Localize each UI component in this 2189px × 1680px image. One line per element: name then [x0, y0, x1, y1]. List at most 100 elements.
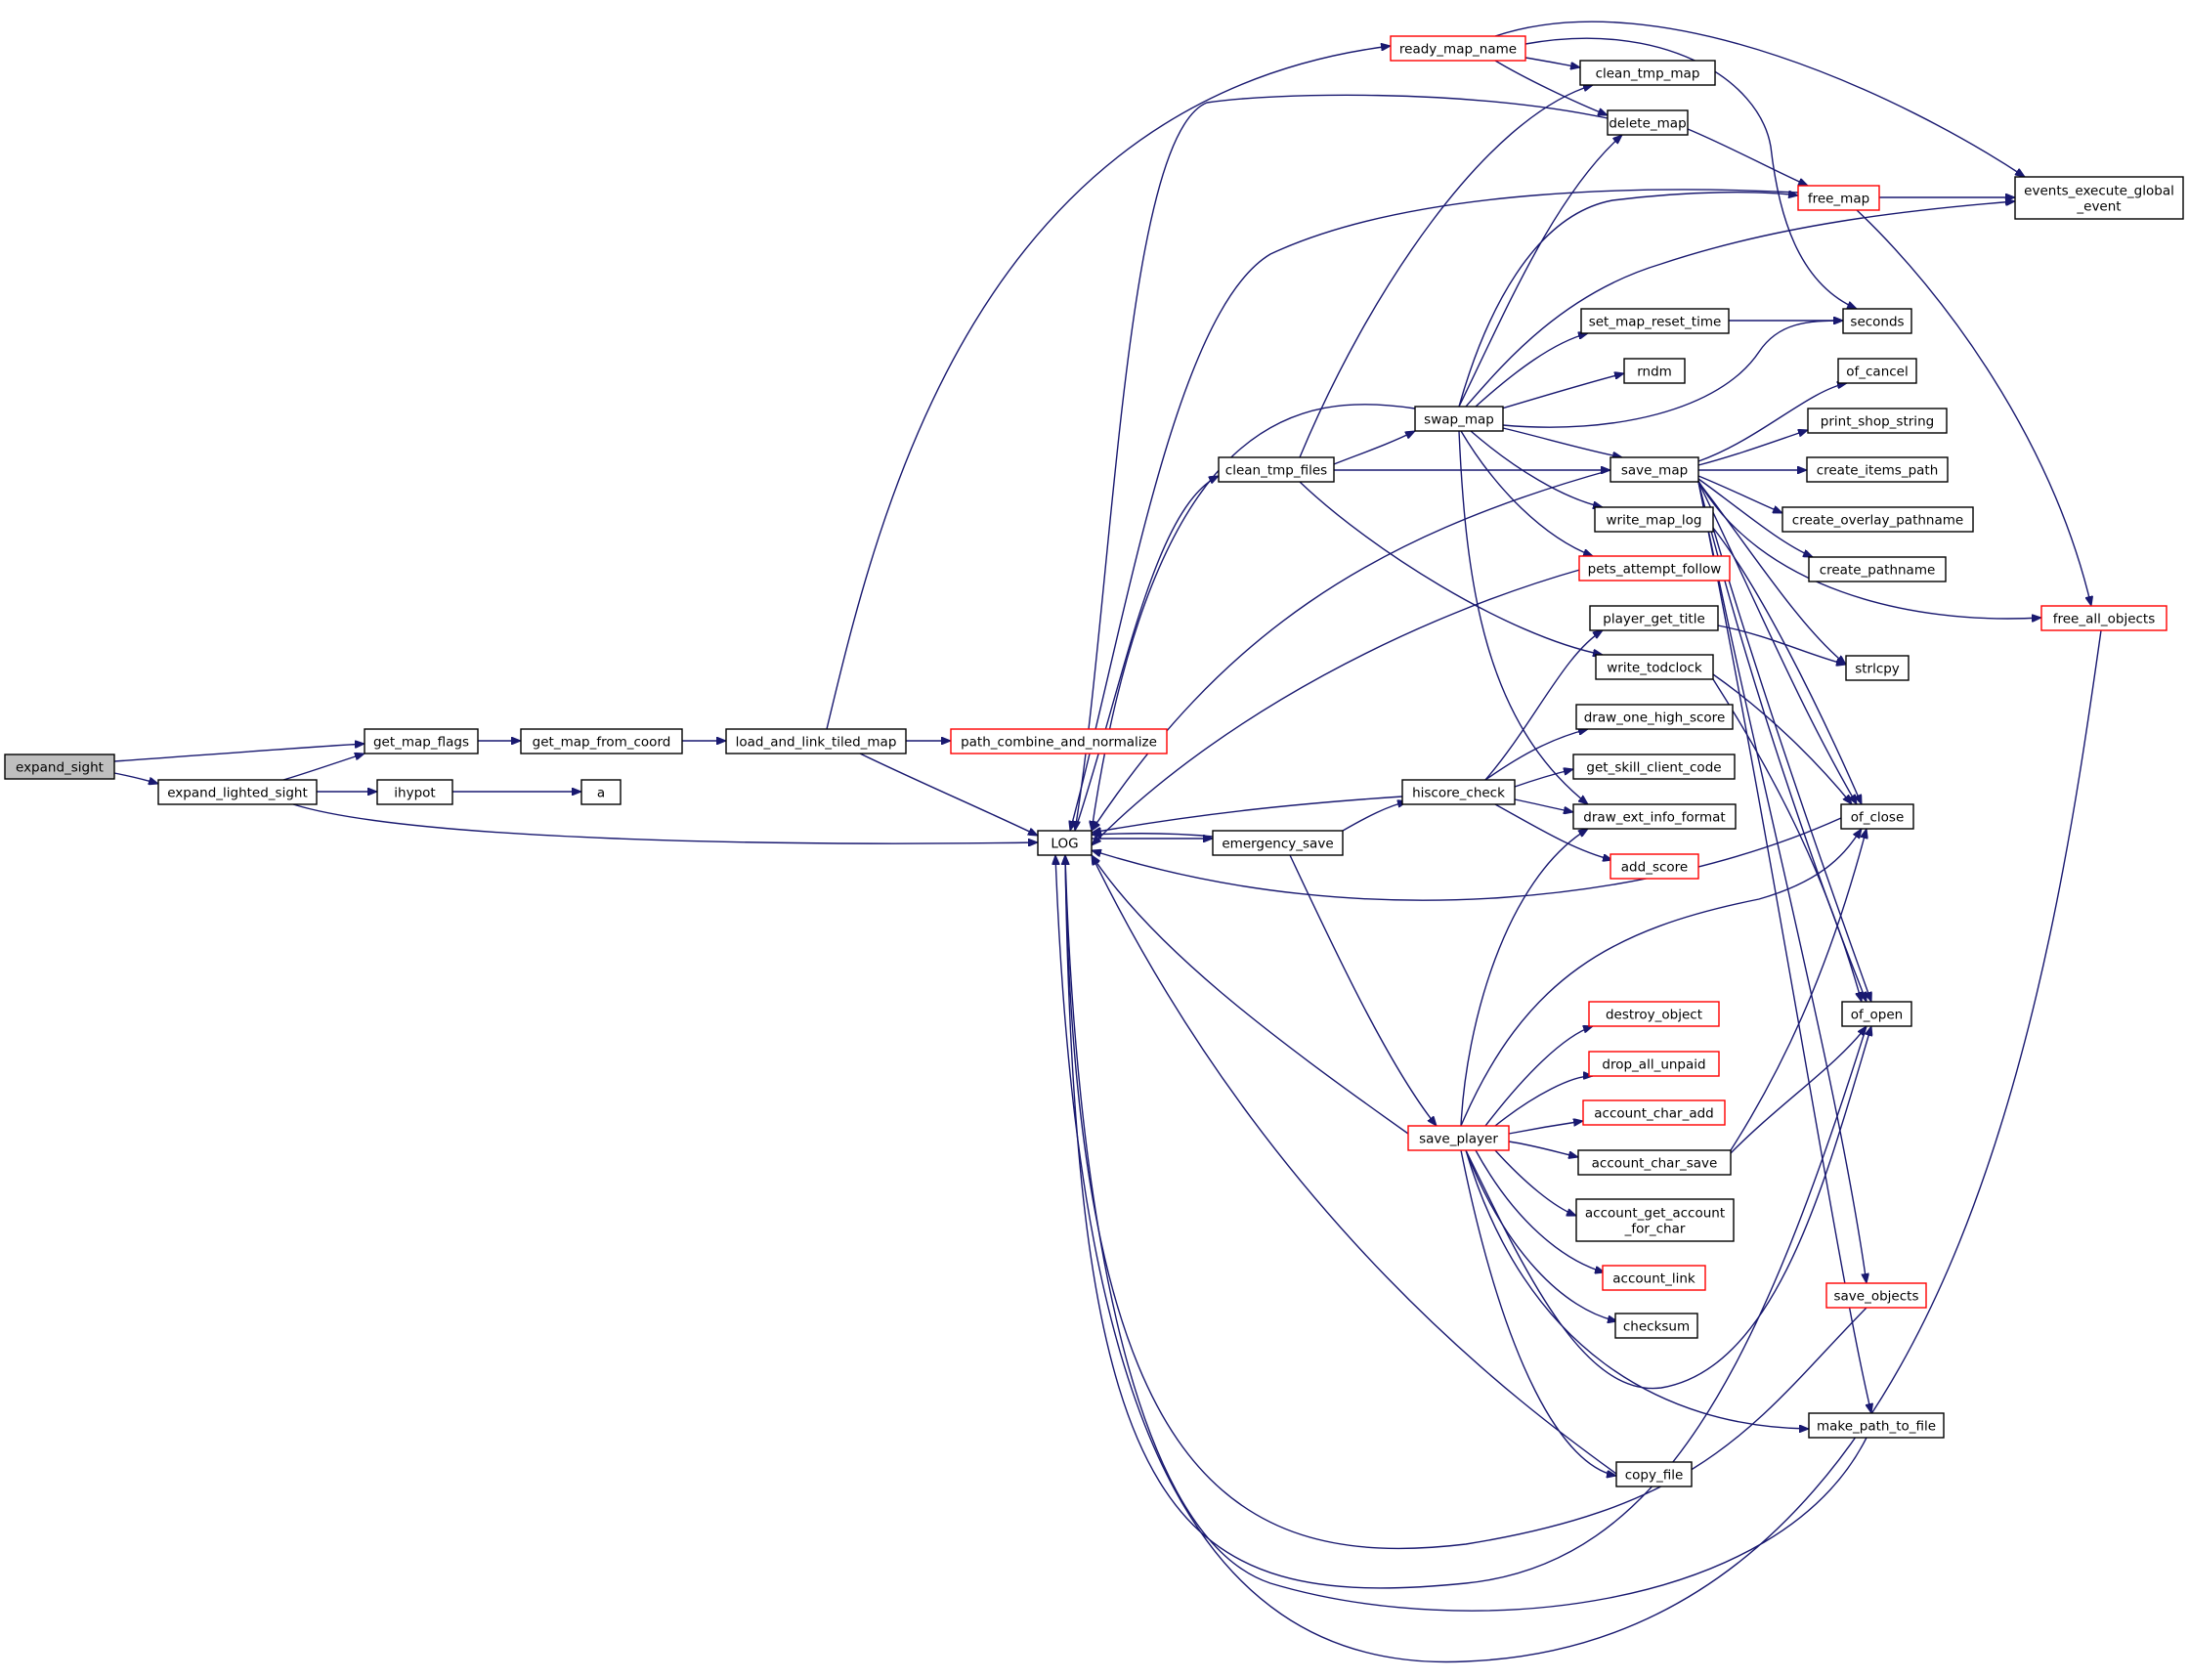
node-box [1414, 406, 1504, 432]
node-emergency-save[interactable]: emergency_save [1212, 830, 1344, 856]
node-ihypot[interactable]: ihypot [376, 779, 453, 805]
edge-save_player-to-account_get_account_for_char [1494, 1149, 1576, 1217]
edge-ready_map_name-to-clean_tmp_map [1524, 57, 1580, 67]
node-account-get-account-for-char[interactable]: account_get_account_for_char [1575, 1198, 1735, 1242]
node-save-objects[interactable]: save_objects [1825, 1282, 1927, 1309]
node-get-map-flags[interactable]: get_map_flags [364, 728, 479, 754]
node-player-get-title[interactable]: player_get_title [1589, 605, 1719, 631]
node-of-open[interactable]: of_open [1841, 1001, 1912, 1027]
node-box [1572, 803, 1737, 830]
node-create-overlay-pathname[interactable]: create_overlay_pathname [1781, 506, 1974, 533]
node-label: free_map [1808, 192, 1869, 207]
node-label: hiscore_check [1412, 786, 1505, 801]
node-label: of_open [1851, 1008, 1903, 1023]
edge-free_all_objects-to-LOG [1055, 629, 2102, 1663]
node-box [1607, 109, 1689, 136]
edge-swap_map-to-LOG [1092, 404, 1416, 831]
node-get-skill-client-code[interactable]: get_skill_client_code [1572, 754, 1736, 780]
node-label: drop_all_unpaid [1602, 1057, 1705, 1073]
edge-swap_map-to-events_execute_global_event [1465, 201, 2015, 408]
edge-save_player-to-account_link [1475, 1149, 1605, 1272]
node-label: save_player [1419, 1132, 1498, 1147]
edge-save_player-to-copy_file [1460, 1149, 1616, 1476]
node-box [1594, 506, 1714, 533]
node-label: clean_tmp_files [1225, 463, 1327, 479]
node-expand-lighted-sight[interactable]: expand_lighted_sight [157, 779, 318, 805]
node-label: set_map_reset_time [1589, 315, 1722, 330]
node-label: save_map [1621, 463, 1688, 479]
node-label: swap_map [1424, 412, 1494, 428]
node-box [1212, 830, 1344, 856]
node-ready-map-name[interactable]: ready_map_name [1390, 35, 1526, 62]
node-draw-one-high-score[interactable]: draw_one_high_score [1575, 704, 1734, 730]
node-of-cancel[interactable]: of_cancel [1837, 358, 1917, 384]
node-box [1589, 605, 1719, 631]
node-drop-all-unpaid[interactable]: drop_all_unpaid [1588, 1051, 1720, 1077]
edge-expand_sight-to-get_map_flags [113, 744, 365, 762]
node-box [1595, 654, 1714, 680]
node-add-score[interactable]: add_score [1610, 853, 1699, 880]
node-label: destroy_object [1606, 1008, 1702, 1023]
node-pets-attempt-follow[interactable]: pets_attempt_follow [1578, 555, 1731, 582]
node-draw-ext-info-format[interactable]: draw_ext_info_format [1572, 803, 1737, 830]
node-account-char-save[interactable]: account_char_save [1577, 1149, 1732, 1176]
node-write-todclock[interactable]: write_todclock [1595, 654, 1714, 680]
node-print-shop-string[interactable]: print_shop_string [1807, 408, 1948, 434]
node-box [1407, 1125, 1510, 1151]
node-layer: expand_sight get_map_flags expand_lighted_… [4, 35, 2184, 1487]
node-label: expand_sight [16, 760, 104, 776]
node-write-map-log[interactable]: write_map_log [1594, 506, 1714, 533]
node-box [1614, 1313, 1698, 1339]
edge-hiscore_check-to-player_get_title [1484, 630, 1603, 781]
node-create-items-path[interactable]: create_items_path [1806, 456, 1949, 483]
node-label: checksum [1623, 1319, 1690, 1335]
node-get-map-from-coord[interactable]: get_map_from_coord [520, 728, 683, 754]
edge-swap_map-to-save_map [1502, 427, 1622, 457]
node-free-all-objects[interactable]: free_all_objects [2040, 605, 2168, 631]
node-hiscore-check[interactable]: hiscore_check [1401, 779, 1516, 805]
node-save-map[interactable]: save_map [1610, 456, 1699, 483]
edge-free_map-to-free_all_objects [1856, 209, 2091, 606]
node-label: save_objects [1834, 1289, 1919, 1305]
node-box [1575, 704, 1734, 730]
node-rndm[interactable]: rndm [1623, 358, 1686, 384]
node-swap-map[interactable]: swap_map [1414, 406, 1504, 432]
node-label: write_map_log [1606, 513, 1701, 529]
node-account-link[interactable]: account_link [1602, 1265, 1706, 1291]
node-label: LOG [1051, 837, 1078, 852]
node-of-close[interactable]: of_close [1840, 803, 1914, 830]
edge-emergency_save-to-LOG [1092, 834, 1214, 837]
node-box [1808, 1412, 1945, 1439]
node-create-pathname[interactable]: create_pathname [1808, 556, 1947, 582]
node-clean-tmp-map[interactable]: clean_tmp_map [1579, 60, 1716, 86]
node-strlcpy[interactable]: strlcpy [1845, 655, 1910, 681]
node-a[interactable]: a [580, 779, 622, 805]
edge-free_map-to-LOG [1070, 189, 1799, 831]
node-load-and-link-tiled-map[interactable]: load_and_link_tiled_map [725, 728, 907, 754]
edge-load_and_link_tiled_map-to-ready_map_name [826, 46, 1391, 730]
node-set-map-reset-time[interactable]: set_map_reset_time [1580, 308, 1730, 334]
edge-write_map_log-to-of_close [1712, 527, 1863, 804]
node-box [1825, 1282, 1927, 1309]
node-seconds[interactable]: seconds [1842, 308, 1912, 334]
node-events-execute-global-event[interactable]: events_execute_global_event [2014, 176, 2184, 220]
node-checksum[interactable]: checksum [1614, 1313, 1698, 1339]
node-destroy-object[interactable]: destroy_object [1588, 1001, 1720, 1027]
edge-clean_tmp_files-to-clean_tmp_map [1299, 85, 1593, 458]
node-delete-map[interactable]: delete_map [1607, 109, 1689, 136]
node-clean-tmp-files[interactable]: clean_tmp_files [1218, 456, 1335, 483]
node-box [1615, 1461, 1693, 1487]
node-save-player[interactable]: save_player [1407, 1125, 1510, 1151]
node-make-path-to-file[interactable]: make_path_to_file [1808, 1412, 1945, 1439]
node-free-map[interactable]: free_map [1797, 185, 1880, 211]
edge-layer [113, 21, 2102, 1663]
node-copy-file[interactable]: copy_file [1615, 1461, 1693, 1487]
edge-save_map-to-free_all_objects [1697, 480, 2041, 619]
node-path-combine-and-normalize[interactable]: path_combine_and_normalize [950, 728, 1168, 754]
edge-swap_map-to-delete_map [1458, 135, 1622, 408]
node-expand-sight[interactable]: expand_sight [4, 754, 115, 780]
edge-save_map-to-save_objects [1697, 481, 1867, 1283]
node-account-char-add[interactable]: account_char_add [1582, 1099, 1726, 1126]
node-LOG[interactable]: LOG [1037, 830, 1093, 856]
node-box [1837, 358, 1917, 384]
